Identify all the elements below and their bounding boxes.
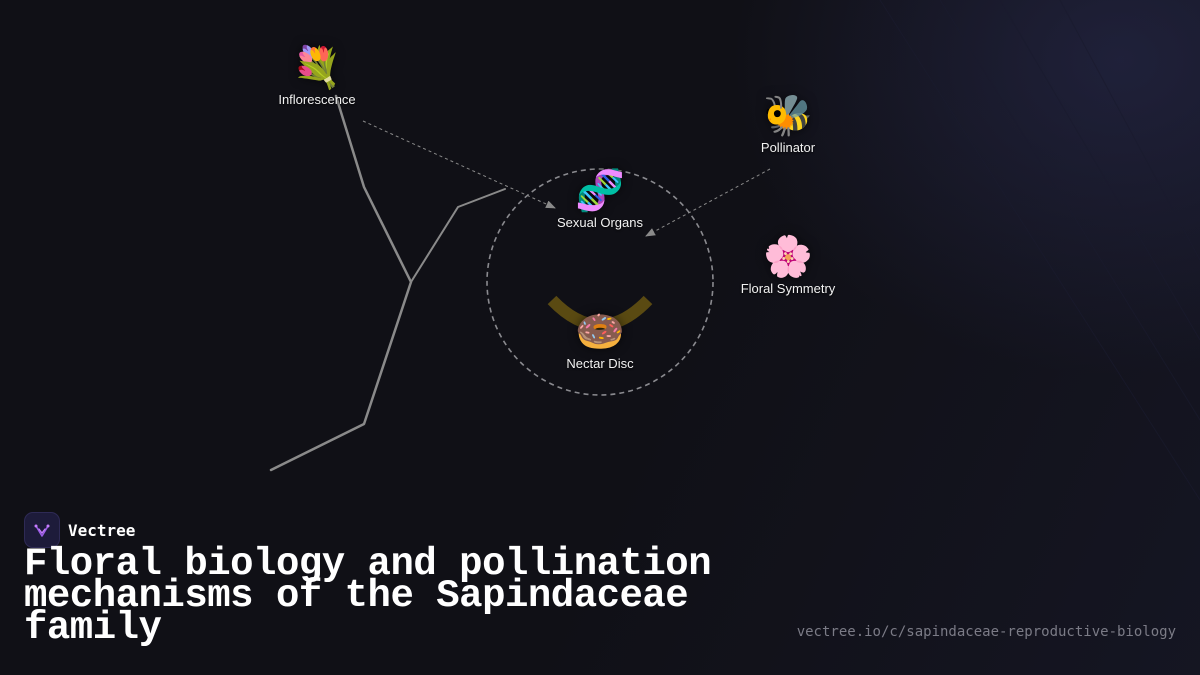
node-floral-symmetry[interactable]: 🌸 Floral Symmetry (741, 233, 836, 296)
node-label: Sexual Organs (557, 215, 643, 230)
edge-inflorescence-to-sexual-organs (362, 120, 556, 209)
node-sexual-organs[interactable]: 🧬 Sexual Organs (557, 167, 643, 230)
node-inflorescence[interactable]: 💐 Inflorescence (278, 44, 355, 107)
page-url[interactable]: vectree.io/c/sapindaceae-reproductive-bi… (796, 624, 1176, 640)
node-label: Nectar Disc (566, 356, 634, 371)
node-nectar-disc[interactable]: 🍩 Nectar Disc (566, 308, 633, 371)
edge-pollinator-to-sexual-organs (645, 168, 771, 237)
node-label: Pollinator (760, 140, 816, 155)
brand[interactable]: Vectree (24, 512, 135, 548)
flower-circle (486, 168, 714, 396)
vectree-logo-icon (24, 512, 60, 548)
branch-line-secondary (410, 188, 506, 283)
bee-icon: 🐝 (763, 93, 813, 139)
bouquet-icon: 💐 (292, 45, 342, 91)
node-pollinator[interactable]: 🐝 Pollinator (761, 92, 815, 155)
brand-name: Vectree (68, 520, 136, 540)
page-title: Floral biology and pollination mechanism… (24, 542, 712, 650)
branch-line (269, 94, 413, 472)
dna-icon: 🧬 (575, 168, 625, 214)
nectar-disc-arc (547, 295, 653, 331)
doughnut-icon: 🍩 (575, 309, 625, 355)
node-label: Inflorescence (278, 92, 356, 107)
node-label: Floral Symmetry (740, 281, 836, 296)
blossom-icon: 🌸 (763, 234, 813, 280)
